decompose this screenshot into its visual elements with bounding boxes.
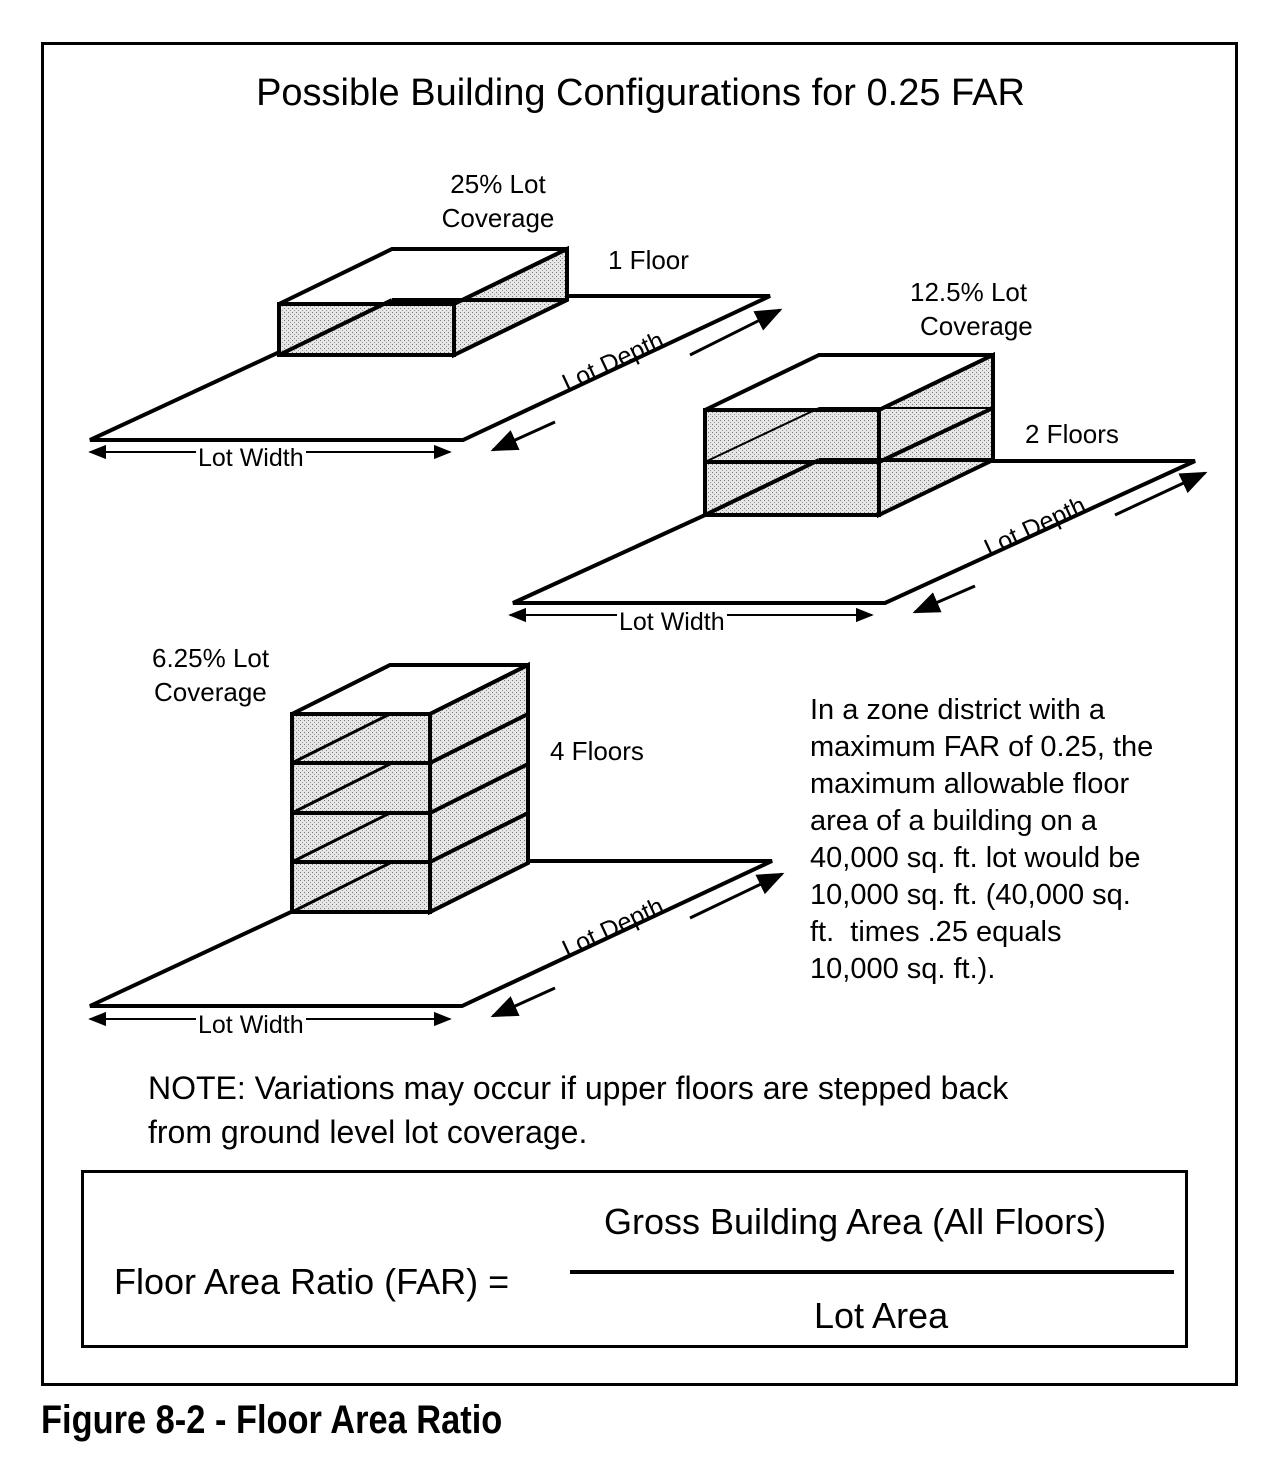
coverage-label-1a: 25% Lot (450, 169, 546, 199)
coverage-label-1b: Coverage (441, 203, 555, 233)
formula-numerator: Gross Building Area (All Floors) (604, 1201, 1107, 1242)
building-1 (277, 245, 569, 359)
lot-depth-arrow-1a (490, 420, 556, 452)
coverage-label-2a: 12.5% Lot (910, 277, 1028, 307)
lot-depth-arrow-3a (490, 986, 556, 1018)
building-2 (703, 351, 995, 519)
lot-depth-arrow-1b (689, 308, 783, 357)
figure-frame (41, 42, 1238, 1386)
variation-note: NOTE: Variations may occur if upper floo… (148, 1066, 1168, 1154)
explanation-line: maximum allowable floor (810, 768, 1130, 800)
lot-depth-arrow-3b (689, 872, 785, 920)
diagram-title: Possible Building Configurations for 0.2… (256, 72, 1025, 114)
note-line: NOTE: Variations may occur if upper floo… (148, 1070, 1009, 1106)
coverage-label-3a: 6.25% Lot (152, 643, 270, 673)
floors-label-1: 1 Floor (608, 245, 689, 275)
lot-depth-arrow-2b (1114, 471, 1208, 517)
explanation-line: 40,000 sq. ft. lot would be (810, 842, 1141, 874)
floors-label-2: 2 Floors (1025, 419, 1119, 449)
explanation-line: area of a building on a (810, 805, 1097, 837)
far-formula-box: Floor Area Ratio (FAR) = Gross Building … (81, 1170, 1188, 1348)
building-3 (290, 661, 530, 916)
explanation-line: maximum FAR of 0.25, the (810, 731, 1154, 763)
figure-caption: Figure 8-2 - Floor Area Ratio (41, 1398, 503, 1442)
formula-lhs: Floor Area Ratio (FAR) = (114, 1261, 510, 1302)
formula-denominator: Lot Area (814, 1295, 949, 1336)
coverage-label-2b: Coverage (920, 311, 1033, 341)
explanation-line: 10,000 sq. ft.). (810, 953, 996, 985)
explanation-line: 10,000 sq. ft. (40,000 sq. (810, 879, 1131, 911)
explanation-line: In a zone district with a (810, 694, 1105, 726)
far-explanation: In a zone district with a maximum FAR of… (810, 692, 1210, 988)
explanation-line: ft. times .25 equals (810, 916, 1062, 948)
fraction-bar (570, 1270, 1174, 1274)
lot-width-label-1: Lot Width (196, 444, 306, 473)
lot-width-label-2: Lot Width (617, 608, 727, 637)
lot-depth-arrow-2a (912, 584, 976, 614)
lot-width-label-3: Lot Width (196, 1011, 306, 1040)
note-line: from ground level lot coverage. (148, 1114, 588, 1150)
floors-label-3: 4 Floors (550, 736, 644, 766)
coverage-label-3b: Coverage (154, 677, 267, 707)
